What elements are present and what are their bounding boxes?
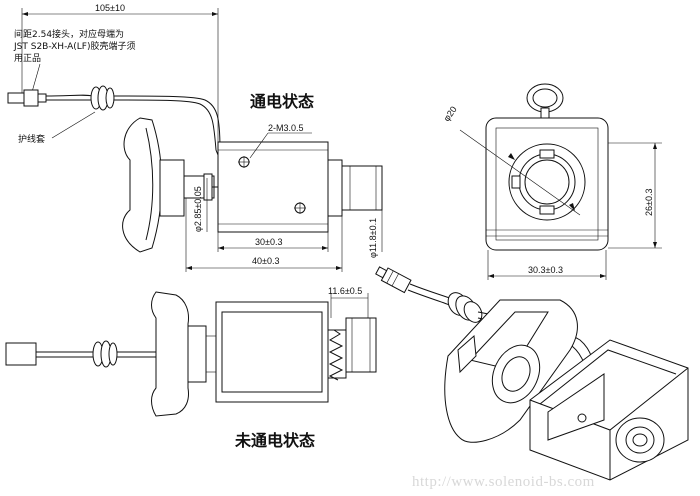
- height-label: 26±0.3: [644, 189, 654, 216]
- cable-length-dimension: 105±10: [21, 3, 219, 160]
- plunger-dia-label: φ2.85±0.05: [193, 186, 203, 232]
- isometric-view: [375, 266, 689, 481]
- connector-note-line2: JST S2B-XH-A(LF)胶壳端子须: [13, 40, 136, 52]
- sleeve-label: 护线套: [18, 133, 45, 145]
- shaft-dia-label: φ11.8±0.1: [368, 218, 378, 258]
- connector-top: [7, 85, 226, 161]
- width-label: 30.3±0.3: [528, 265, 563, 275]
- connector-note-line1: 间距2.54接头，对应母端为: [14, 28, 124, 40]
- energized-dimensions: φ2.85±0.05 30±0.3 40±0.3 φ11.8±0.1: [185, 166, 383, 272]
- energized-state-title: 通电状态: [250, 92, 314, 111]
- cable-length-label: 105±10: [95, 3, 125, 13]
- not-energized-state-title: 未通电状态: [234, 431, 315, 450]
- connector-note-line3: 用正品: [14, 53, 41, 64]
- sleeve-label-group: 护线套: [18, 111, 96, 145]
- stroke-label: 11.6±0.5: [328, 286, 362, 296]
- total-length-label: 40±0.3: [252, 256, 279, 266]
- face-dia-label: φ20: [441, 104, 458, 123]
- body-length-label: 30±0.3: [255, 237, 282, 247]
- screw-spec-label: 2-M3.0.5: [268, 123, 304, 133]
- stroke-dimension: 11.6±0.5: [328, 286, 369, 318]
- connector-note: 间距2.54接头，对应母端为 JST S2B-XH-A(LF)胶壳端子须 用正品: [13, 28, 136, 93]
- energized-solenoid: 2-M3.0.5: [122, 117, 383, 253]
- not-energized-solenoid: [5, 291, 377, 417]
- front-view: φ20 26±0.3 30.3±0.3: [441, 83, 662, 280]
- watermark-text: http://www.solenoid-bs.com: [412, 474, 595, 490]
